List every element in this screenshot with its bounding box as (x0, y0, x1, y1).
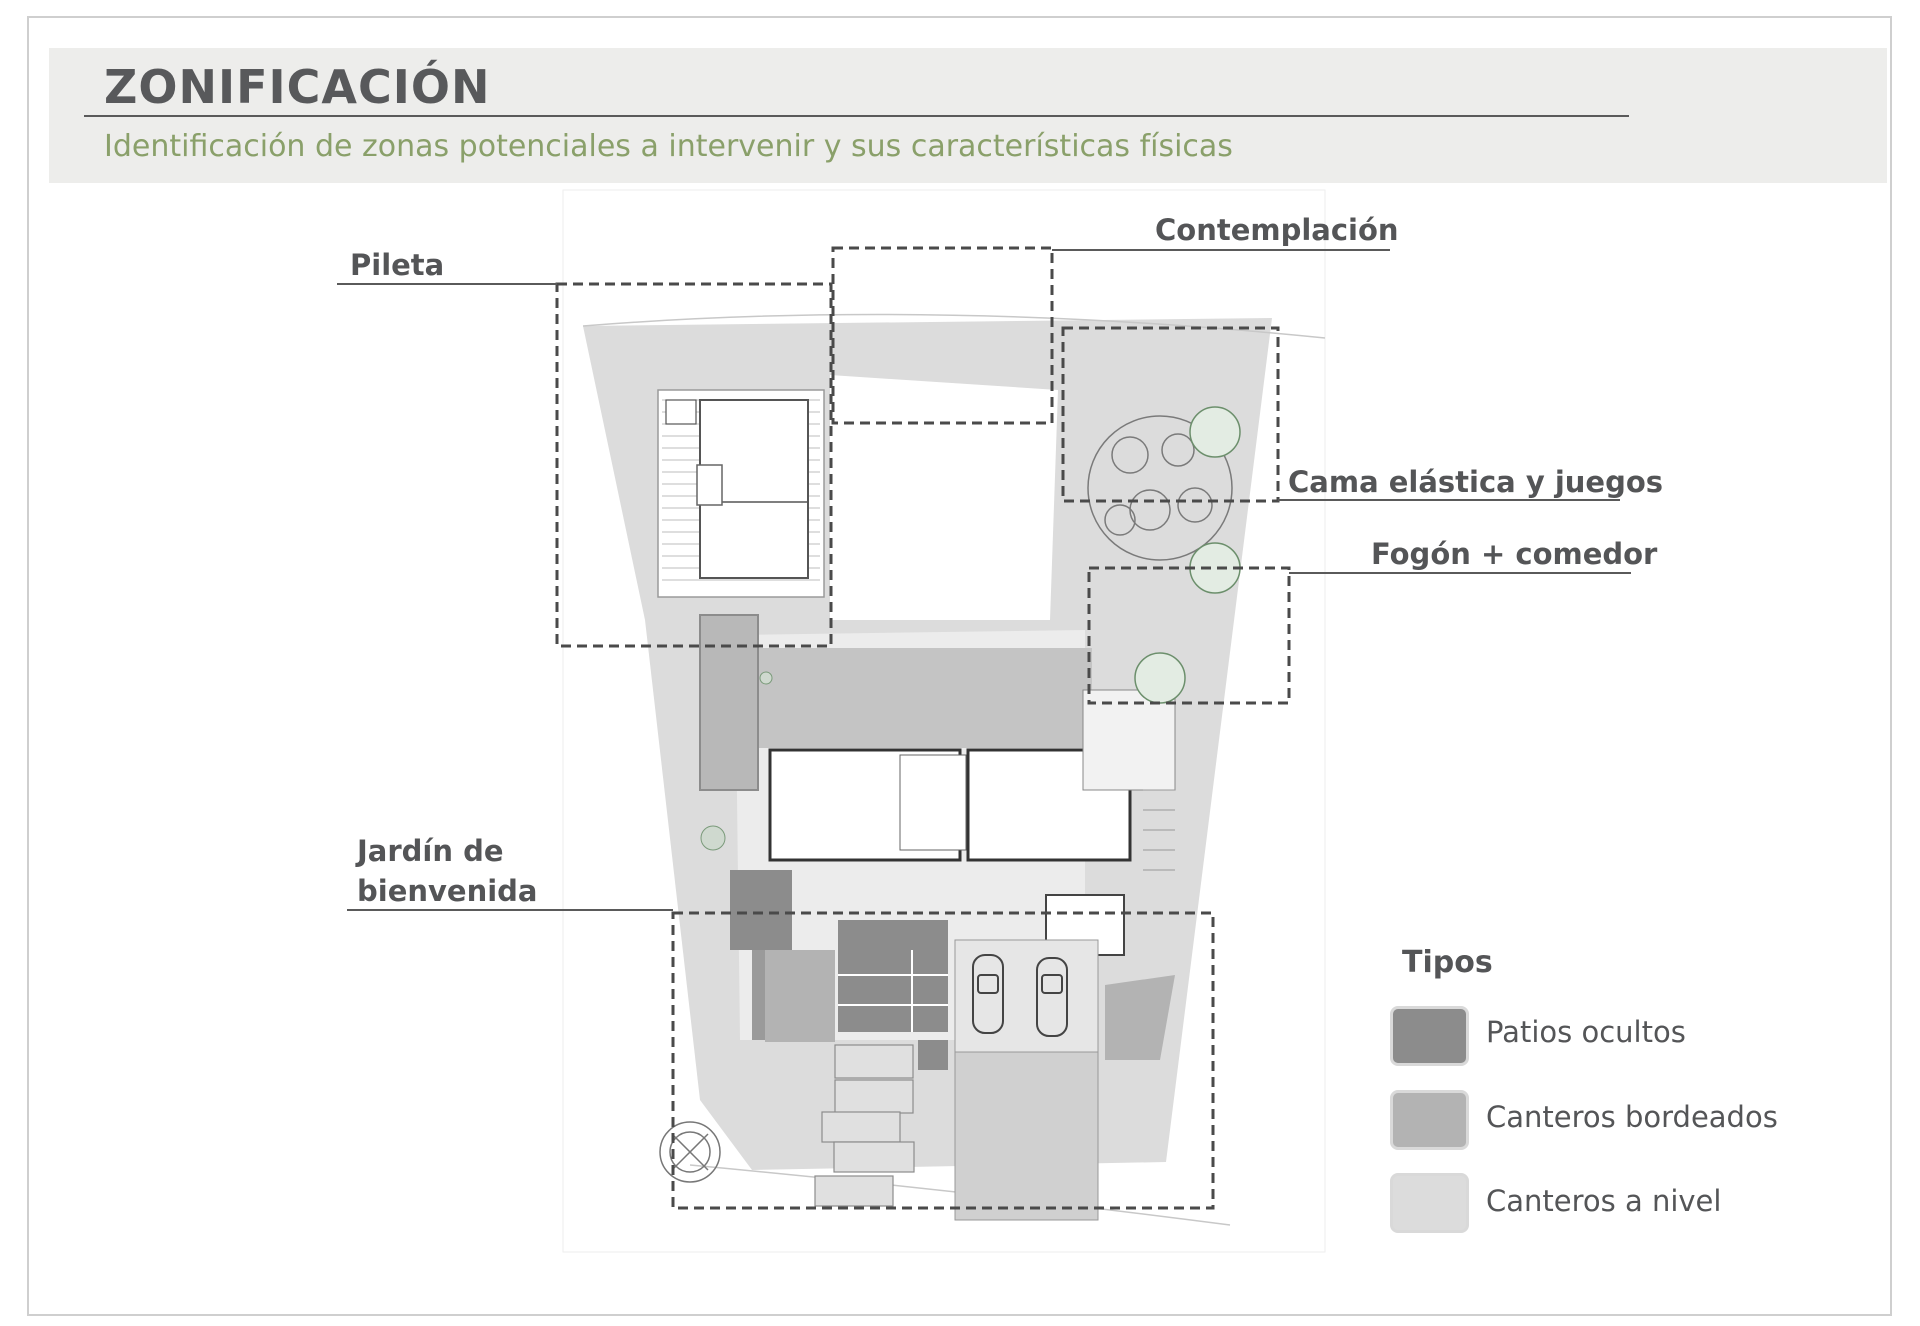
zone-box-cama-elastica (1061, 326, 1280, 503)
pool-steps (696, 464, 723, 506)
label-cama-elastica: Cama elástica y juegos (1288, 465, 1664, 499)
inner-courtyard (830, 375, 1058, 620)
label-fogon: Fogón + comedor (1371, 537, 1658, 571)
zone-box-contemplacion (831, 246, 1054, 425)
entrance-steps (814, 1044, 915, 1207)
zone-box-jardin (671, 911, 1215, 1210)
title-rule (84, 115, 1629, 117)
car-icon-2 (1036, 957, 1068, 1037)
tree-icon-green (1134, 406, 1241, 704)
zone-boxes (555, 246, 1291, 1210)
legend-swatch-nivel (1390, 1173, 1469, 1233)
patio-grid (838, 950, 948, 1032)
terrace (740, 648, 1092, 748)
legend-title: Tipos (1402, 945, 1493, 980)
page-subtitle: Identificación de zonas potenciales a in… (104, 129, 1233, 164)
hidden-patio-3 (918, 1040, 948, 1070)
garage (954, 939, 1099, 1053)
fire-pit-stairs (1143, 789, 1175, 871)
bordered-bed-right (1105, 975, 1175, 1060)
hidden-patio-1 (730, 870, 792, 950)
page-frame (27, 16, 1892, 1316)
zone-box-pileta (555, 282, 833, 648)
dining-room (899, 754, 967, 851)
tree-icon-large (1087, 415, 1233, 561)
left-bordered-bed (699, 614, 759, 791)
legend-swatch-bordeados (1390, 1090, 1469, 1150)
car-icon-1 (972, 954, 1004, 1034)
page-title: ZONIFICACIÓN (104, 60, 491, 114)
legend-label-nivel: Canteros a nivel (1486, 1184, 1722, 1218)
leader-lines (337, 249, 1631, 911)
label-pileta: Pileta (350, 248, 445, 282)
legend-label-bordeados: Canteros bordeados (1486, 1100, 1778, 1134)
label-jardin-line1: Jardín de (357, 834, 504, 868)
legend-label-patios: Patios ocultos (1486, 1015, 1686, 1049)
fire-pit-deck (1082, 689, 1176, 791)
legend-swatch-patios (1390, 1006, 1469, 1066)
driveway (954, 1051, 1099, 1221)
compass-icon (659, 1121, 721, 1183)
zone-box-fogon (1087, 566, 1291, 705)
plant-icon-small (700, 671, 773, 851)
label-jardin-line2: bienvenida (357, 874, 538, 908)
label-contemplacion: Contemplación (1155, 213, 1399, 247)
sun-lounger (665, 399, 697, 425)
bordered-bed-front (765, 950, 835, 1042)
